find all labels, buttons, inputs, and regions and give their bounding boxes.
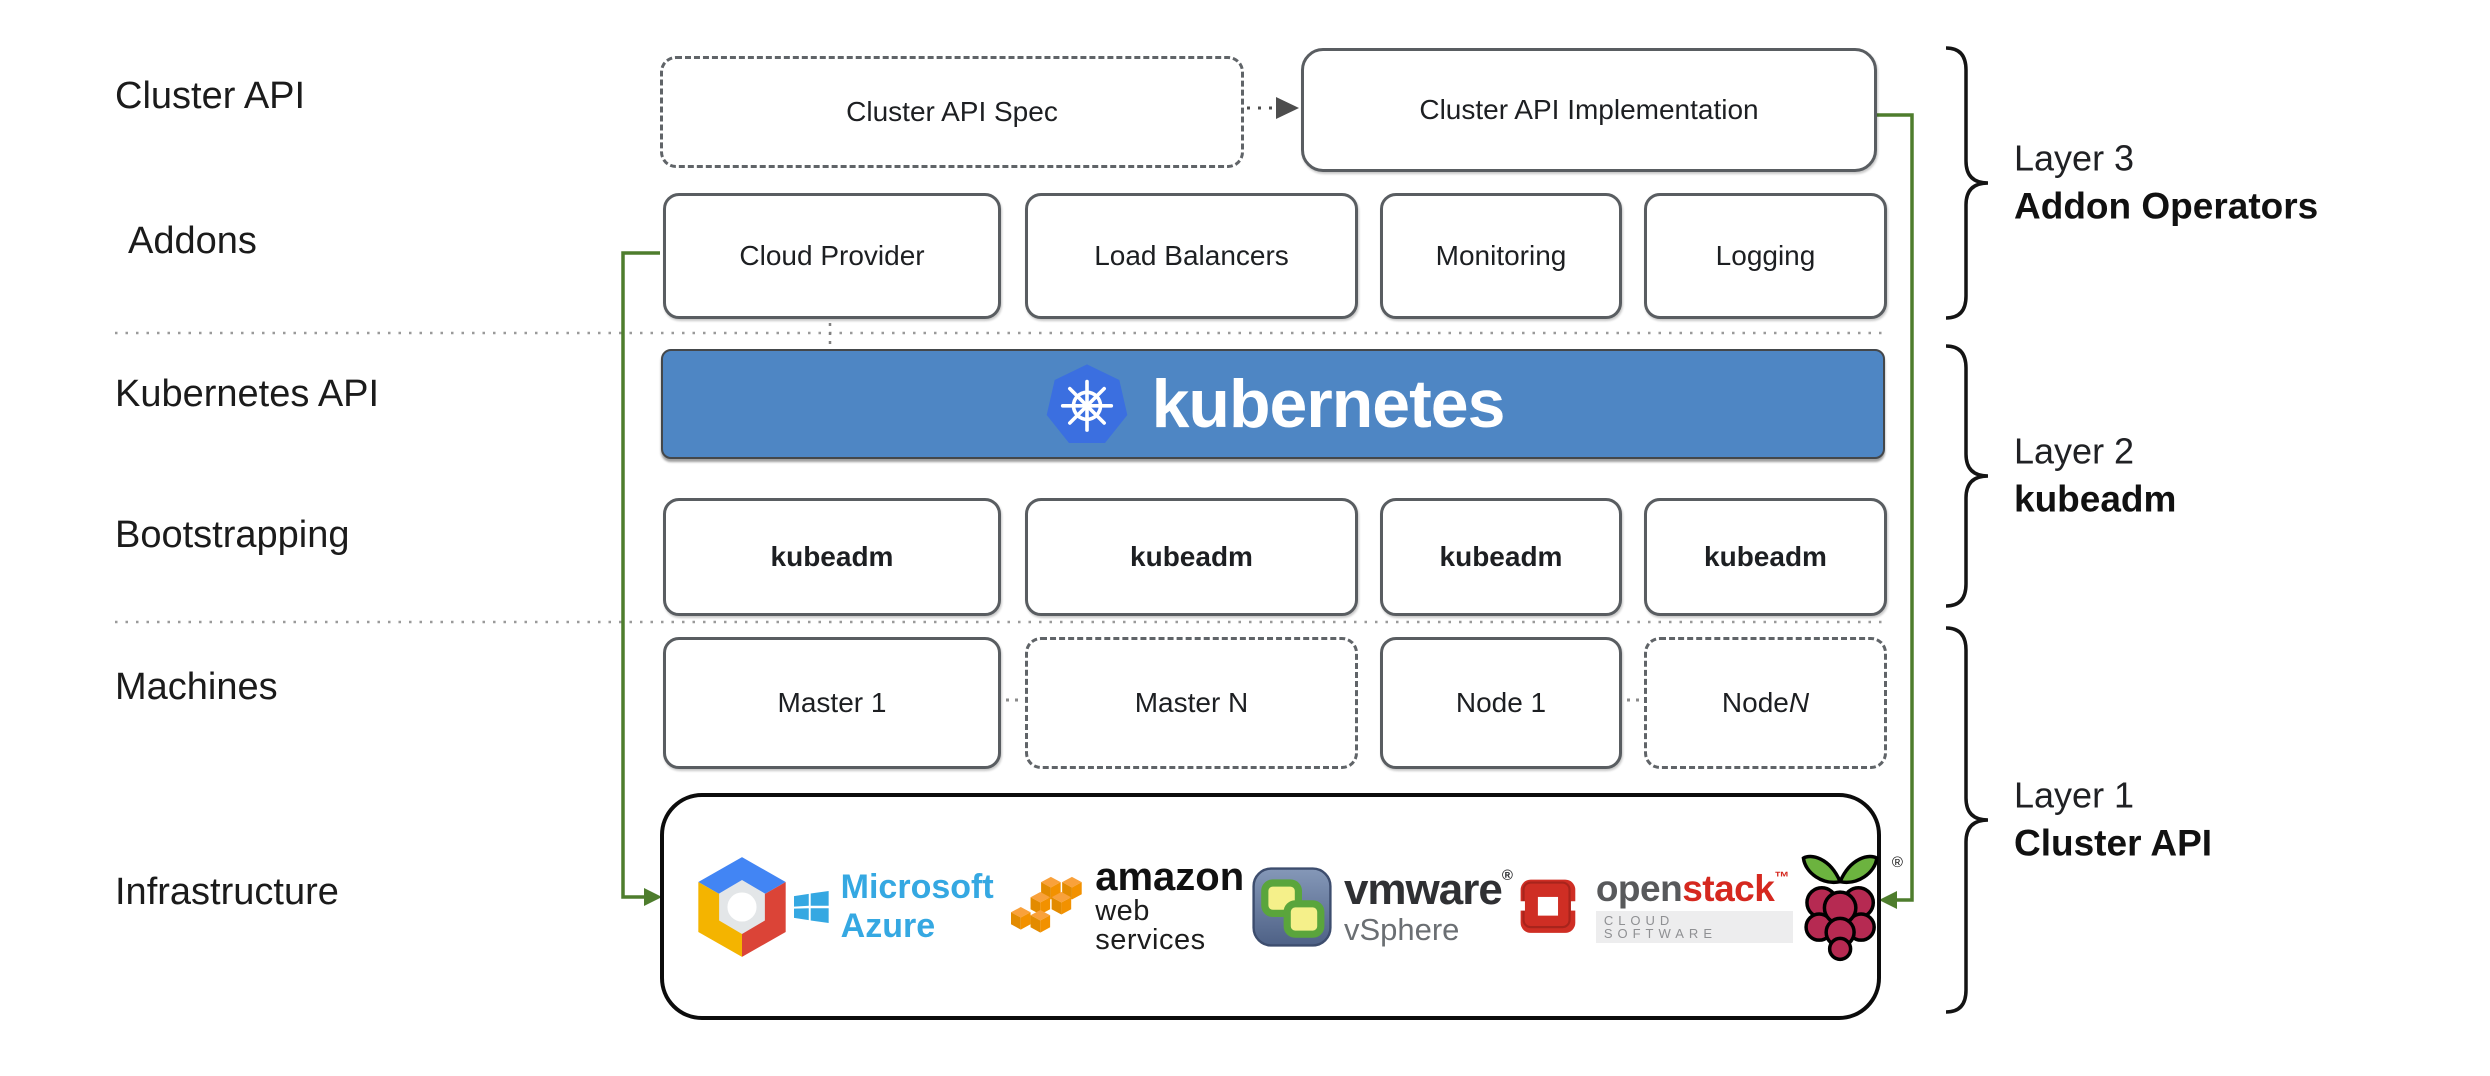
provider-raspberry-pi: ® (1793, 850, 1903, 964)
kubernetes-logo-icon (1046, 364, 1127, 444)
machine-box-master-n: Master N (1025, 637, 1358, 769)
addon-box-cloud-provider: Cloud Provider (663, 193, 1001, 319)
provider-google-cloud (690, 855, 794, 959)
vmware-vsphere-icon (1252, 866, 1332, 947)
kubernetes-wordmark: kubernetes (1151, 366, 1506, 442)
raspberry-pi-icon (1801, 854, 1879, 961)
addon-label: Load Balancers (1094, 240, 1289, 271)
azure-windows-icon (794, 890, 829, 923)
brace-layer1 (1945, 626, 1989, 1014)
kubeadm-box-1: kubeadm (663, 498, 1001, 616)
layer1-annotation: Layer 1 Cluster API (2014, 773, 2212, 868)
row-label-cluster-api: Cluster API (115, 75, 306, 117)
addon-label: Monitoring (1435, 240, 1567, 271)
row-label-kubernetes-api: Kubernetes API (115, 373, 380, 415)
openstack-tm-mark: ™ (1774, 869, 1789, 886)
addon-box-load-balancers: Load Balancers (1025, 193, 1358, 319)
machine-label: Node (1721, 687, 1789, 718)
kubeadm-label: kubeadm (770, 541, 894, 572)
aws-cubes-icon (1011, 876, 1082, 933)
azure-label: Microsoft Azure (840, 867, 994, 945)
openstack-sublabel: CLOUD SOFTWARE (1595, 911, 1793, 943)
kubeadm-label: kubeadm (1704, 541, 1827, 572)
machine-label: Master 1 (777, 687, 887, 718)
addon-label: Cloud Provider (739, 240, 925, 271)
row-label-infrastructure: Infrastructure (115, 871, 339, 913)
layer2-subtitle: kubeadm (2014, 478, 2177, 520)
amazon-label: amazon (1095, 854, 1245, 899)
provider-vmware-vsphere: vmware® vSphere (1252, 865, 1513, 947)
cluster-api-spec-box: Cluster API Spec (660, 56, 1244, 168)
machine-label-suffix: N (1788, 687, 1810, 718)
machine-box-node-1: Node 1 (1380, 637, 1622, 769)
row-label-bootstrapping: Bootstrapping (115, 514, 350, 556)
layer1-title: Layer 1 (2014, 774, 2135, 816)
machine-label: Node 1 (1455, 687, 1547, 718)
brace-layer3 (1945, 46, 1989, 320)
provider-amazon-web-services: amazon web services (1011, 854, 1252, 956)
spec-to-impl-arrowhead-icon (1276, 97, 1299, 119)
brace-layer2 (1945, 344, 1989, 608)
google-cloud-icon (698, 856, 786, 957)
row-label-machines: Machines (115, 666, 278, 708)
kubeadm-label: kubeadm (1439, 541, 1563, 572)
vmware-registered-mark: ® (1501, 867, 1513, 884)
openstack-icon (1516, 879, 1580, 933)
layer2-title: Layer 2 (2014, 430, 2135, 472)
openstack-label: openstack™ (1595, 868, 1790, 909)
kubernetes-banner: kubernetes (661, 349, 1885, 459)
machine-box-node-n: Node N (1644, 637, 1887, 769)
green-connector-left (621, 251, 660, 899)
cluster-api-spec-label: Cluster API Spec (846, 96, 1058, 127)
vmware-label: vmware® (1343, 865, 1513, 914)
kubeadm-box-4: kubeadm (1644, 498, 1887, 616)
raspberry-pi-registered-mark: ® (1891, 853, 1903, 871)
kubeadm-label: kubeadm (1130, 541, 1253, 572)
layer2-annotation: Layer 2 kubeadm (2014, 429, 2176, 524)
provider-microsoft-azure: Microsoft Azure (794, 868, 1011, 946)
layer1-subtitle: Cluster API (2014, 822, 2213, 864)
kubeadm-box-3: kubeadm (1380, 498, 1622, 616)
cluster-api-implementation-box: Cluster API Implementation (1301, 48, 1877, 172)
kubeadm-box-2: kubeadm (1025, 498, 1358, 616)
layer3-annotation: Layer 3 Addon Operators (2014, 136, 2318, 231)
cluster-api-implementation-label: Cluster API Implementation (1419, 94, 1759, 125)
row-label-addons: Addons (128, 220, 257, 262)
machine-label: Master N (1134, 687, 1249, 718)
amazon-sublabel: web services (1095, 894, 1206, 956)
addon-label: Logging (1715, 240, 1816, 271)
addon-box-monitoring: Monitoring (1380, 193, 1622, 319)
addon-box-logging: Logging (1644, 193, 1887, 319)
layer3-subtitle: Addon Operators (2014, 185, 2319, 227)
vsphere-label: vSphere (1343, 912, 1460, 947)
provider-openstack: openstack™ CLOUD SOFTWARE (1512, 869, 1793, 945)
infrastructure-box: Microsoft Azure amazon web services (660, 793, 1903, 1020)
layer3-title: Layer 3 (2014, 137, 2135, 179)
machine-box-master-1: Master 1 (663, 637, 1001, 769)
